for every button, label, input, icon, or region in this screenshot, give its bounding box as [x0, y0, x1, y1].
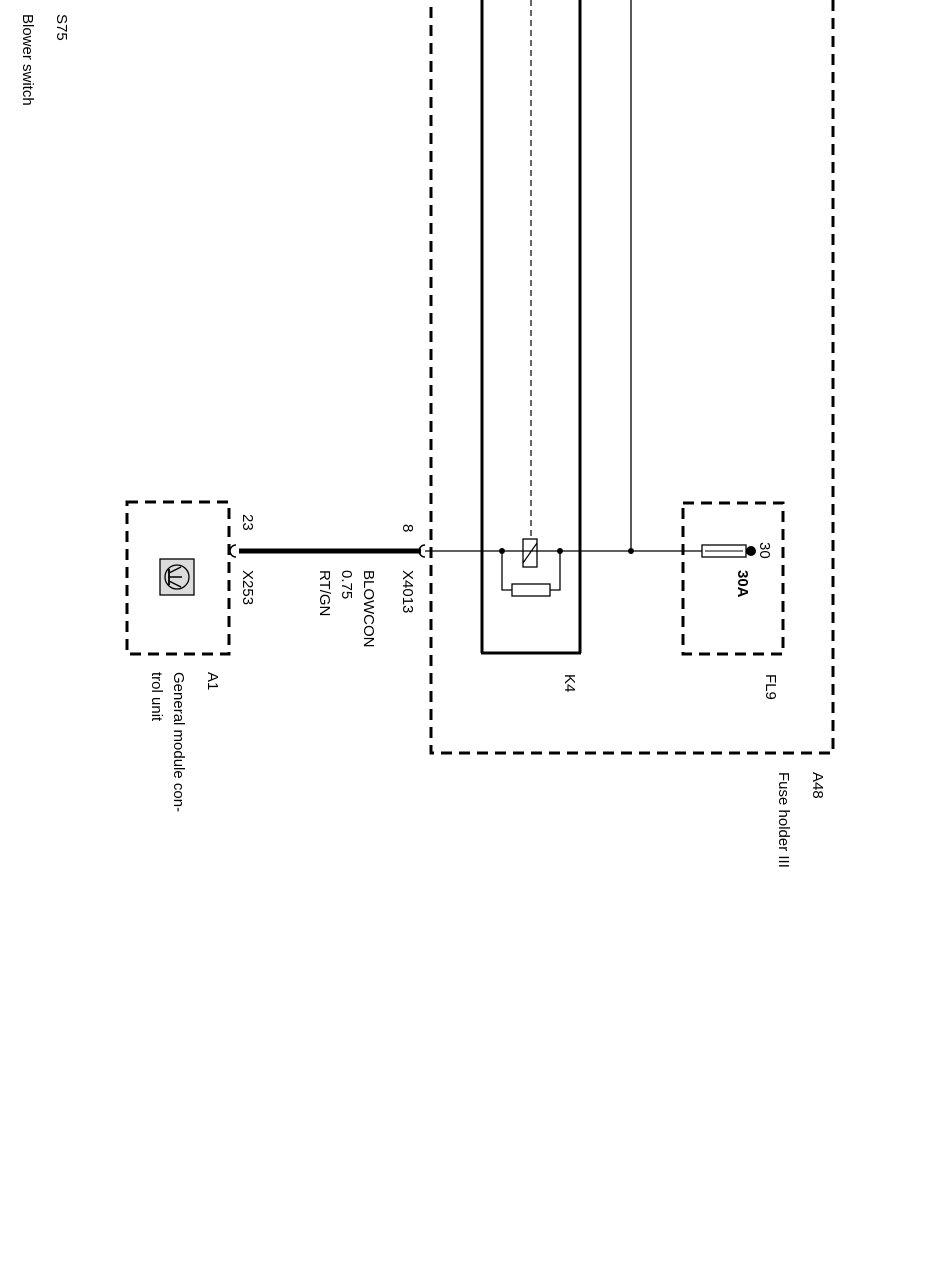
x253-connector: 23 X253 [229, 514, 256, 605]
fl9-ref: FL9 [762, 674, 779, 700]
wire-size: 0.75 [338, 570, 355, 599]
x4013-connector: 8 X4013 [399, 524, 426, 613]
a48-ref: A48 [809, 772, 826, 799]
a1-control-unit: A1 General module con- trol unit [125, 500, 231, 812]
fl9-box [681, 501, 785, 656]
s75-name: Blower switch [19, 14, 36, 106]
x253-pin: 23 [239, 514, 256, 531]
x253-connector-symbol [229, 544, 237, 558]
a1-box [125, 500, 231, 656]
transistor-icon [164, 564, 190, 590]
x4013-pin: 8 [399, 524, 416, 532]
a48-box [429, 0, 835, 755]
k4-ref: K4 [561, 674, 578, 692]
wire-color-code: RT/GN [316, 570, 333, 616]
wire-signal: BLOWCON [360, 570, 377, 648]
a48-fuse-holder: A48 Fuse holder III [429, 0, 835, 868]
x4013-ref: X4013 [399, 570, 416, 613]
s75-ref: S75 [53, 14, 70, 41]
x253-ref: X253 [239, 570, 256, 605]
a1-name-line1: General module con- [170, 672, 187, 812]
fl9-fuse-group: 30 30A FL9 [681, 501, 785, 700]
wire-label-group: BLOWCON 0.75 RT/GN [316, 570, 377, 648]
fl9-rating: 30A [734, 570, 751, 598]
a1-name-line2: trol unit [148, 672, 165, 722]
a1-ref: A1 [204, 672, 221, 690]
a48-name: Fuse holder III [775, 772, 792, 868]
fl9-terminal [746, 546, 756, 556]
s75-label-group: S75 Blower switch [19, 14, 70, 106]
fl9-pin: 30 [756, 542, 773, 559]
k4-resistor [511, 583, 551, 597]
k4-relay: K4 [480, 0, 582, 692]
k4-coil-diagonal [522, 542, 538, 564]
